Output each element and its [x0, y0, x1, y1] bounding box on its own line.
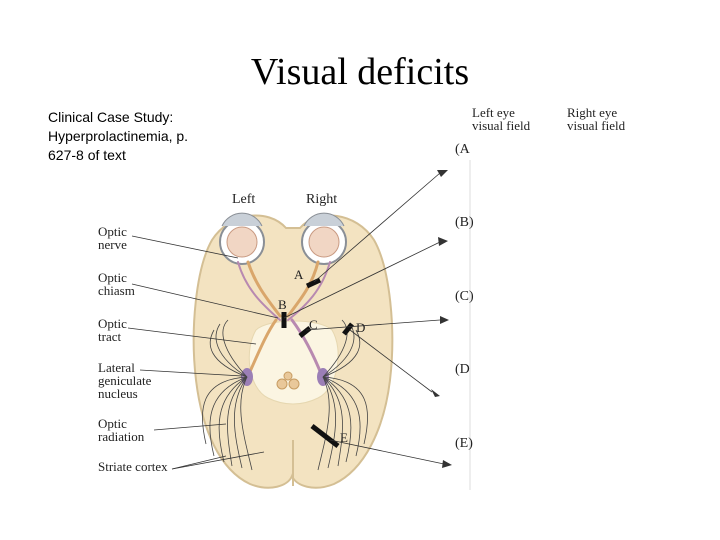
label-optic-nerve: Optic nerve	[98, 224, 130, 252]
panel-label-d: (D	[455, 362, 470, 377]
panel-label-a: (A	[455, 142, 471, 157]
lesion-label-d: D	[356, 320, 365, 335]
lesion-a	[305, 277, 322, 289]
header-right-eye: Right eye visual field	[567, 105, 626, 133]
case-study-line: Hyperprolactinemia, p.	[48, 128, 189, 144]
slide-title: Visual deficits	[250, 51, 470, 93]
label-optic-chiasm: Optic chiasm	[98, 270, 135, 298]
midbrain	[276, 371, 300, 390]
side-label-left: Left	[232, 192, 255, 207]
label-striate-cortex: Striate cortex	[98, 459, 168, 474]
header-left-eye: Left eye visual field	[472, 105, 531, 133]
label-optic-radiation: Optic radiation	[98, 416, 145, 444]
panel-label-e: (E)	[455, 436, 473, 451]
case-study-line: Clinical Case Study:	[48, 109, 174, 125]
lesion-label-c: C	[309, 317, 318, 332]
left-eye	[219, 212, 265, 265]
lesion-e	[310, 424, 340, 448]
arrow-heads	[431, 170, 452, 468]
lesion-marks	[281, 277, 354, 448]
case-study-line: 627-8 of text	[48, 147, 126, 163]
structure-labels: Optic nerve Optic chiasm Optic tract Lat…	[98, 224, 168, 474]
leader-lines	[127, 235, 279, 470]
optic-radiation-left	[201, 319, 253, 471]
lesion-label-e: E	[340, 430, 348, 445]
side-label-right: Right	[306, 192, 337, 207]
lesion-c	[298, 326, 312, 338]
label-lgn: Lateral geniculate nucleus	[98, 360, 155, 401]
lesion-label-a: A	[294, 267, 304, 282]
case-study-text: Clinical Case Study: Hyperprolactinemia,…	[48, 108, 248, 165]
right-eye	[301, 212, 347, 265]
panel-label-b: (B)	[455, 215, 474, 230]
label-optic-tract: Optic tract	[98, 316, 130, 344]
lesion-arrows	[283, 172, 445, 465]
lesion-d	[342, 322, 354, 336]
lesion-label-b: B	[278, 297, 287, 312]
panel-label-c: (C)	[455, 289, 474, 304]
